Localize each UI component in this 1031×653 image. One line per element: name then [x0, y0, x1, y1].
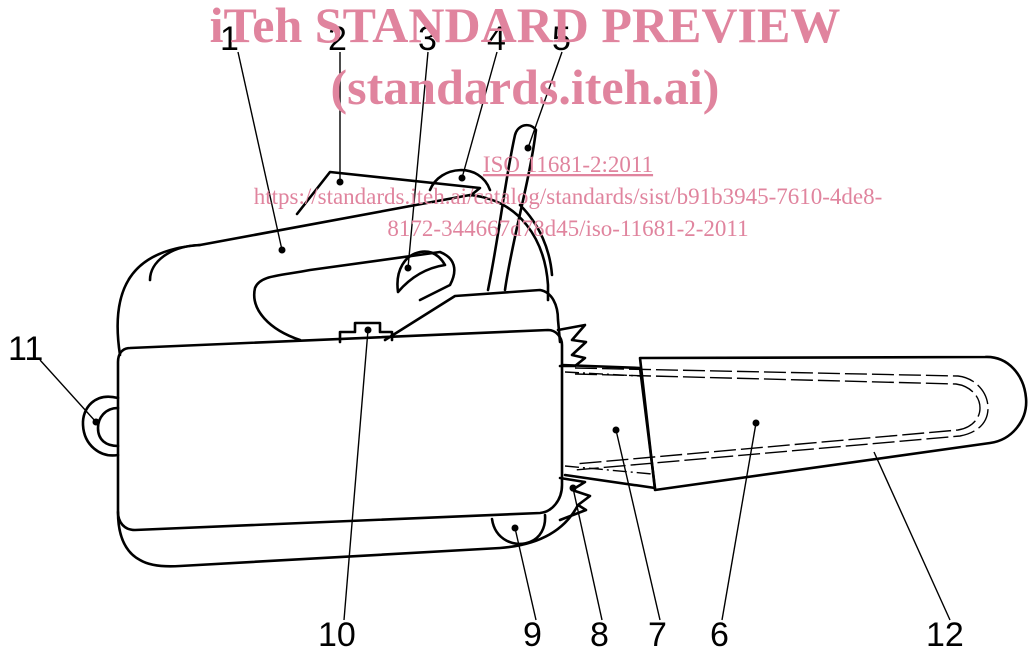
dot-2: [336, 178, 344, 186]
housing-top-edge: [148, 243, 202, 282]
guide-bar-cover: [638, 355, 1028, 492]
callout-10: 10: [318, 616, 356, 653]
dot-3: [404, 264, 412, 272]
callout-9: 9: [523, 616, 542, 653]
watermark-url-line2[interactable]: 8172-344667d78d45/iso-11681-2-2011: [387, 216, 748, 241]
callout-1: 1: [220, 20, 239, 58]
dot-7: [612, 426, 620, 434]
leader-7: [615, 429, 661, 621]
guide-bar: [560, 363, 657, 490]
dot-5: [524, 144, 532, 152]
callout-2: 2: [328, 20, 347, 58]
body-base: [116, 503, 580, 568]
rear-ring-inner: [96, 406, 120, 448]
callout-8: 8: [590, 616, 609, 653]
hand-guard: [428, 168, 492, 192]
leader-5: [527, 51, 563, 149]
callout-3: 3: [418, 20, 437, 58]
guide-bar-chain-line: [564, 371, 641, 377]
callout-5: 5: [552, 20, 571, 58]
leader-11: [39, 359, 97, 423]
leader-8: [572, 487, 603, 621]
dot-11: [92, 418, 100, 426]
leader-4: [461, 51, 498, 179]
guide-bar-chain-line-lower: [564, 465, 653, 475]
oil-cap: [490, 513, 547, 546]
handle-opening: [252, 250, 456, 342]
spike-lower: [558, 476, 592, 522]
callout-7: 7: [648, 616, 667, 653]
dot-10: [364, 326, 372, 334]
throttle-trigger: [396, 250, 447, 294]
leader-6: [721, 422, 757, 621]
rear-ring-handle: [81, 395, 120, 457]
dot-6: [752, 419, 760, 427]
main-body: [116, 328, 564, 532]
dot-1: [278, 246, 286, 254]
callout-4: 4: [487, 20, 506, 58]
watermark-url-line1[interactable]: https://standards.iteh.ai/catalog/standa…: [254, 184, 883, 209]
leader-3: [407, 51, 429, 269]
chain-brake-tab: [338, 321, 394, 344]
leader-12: [873, 451, 951, 621]
watermark-standard-link[interactable]: ISO 11681-2:2011: [483, 152, 653, 177]
watermark-title: iTeh STANDARD PREVIEW: [210, 0, 841, 53]
cylinder-cover: [383, 288, 562, 344]
dot-9: [511, 524, 519, 532]
front-handle: [486, 123, 538, 292]
dot-8: [569, 484, 577, 492]
leader-10: [343, 329, 369, 621]
callout-11: 11: [8, 330, 43, 368]
leader-9: [514, 527, 537, 621]
rear-handle: [295, 170, 482, 216]
callout-6: 6: [710, 616, 729, 653]
watermark-subtitle: (standards.iteh.ai): [331, 59, 720, 115]
guide-bar-outline-inner: [574, 367, 989, 471]
hand-guard-arc: [518, 203, 554, 277]
callout-12: 12: [926, 616, 964, 653]
dot-4: [458, 174, 466, 182]
leader-1: [237, 51, 283, 251]
guide-bar-outline-outer: [574, 373, 981, 465]
spike-upper: [556, 323, 588, 368]
